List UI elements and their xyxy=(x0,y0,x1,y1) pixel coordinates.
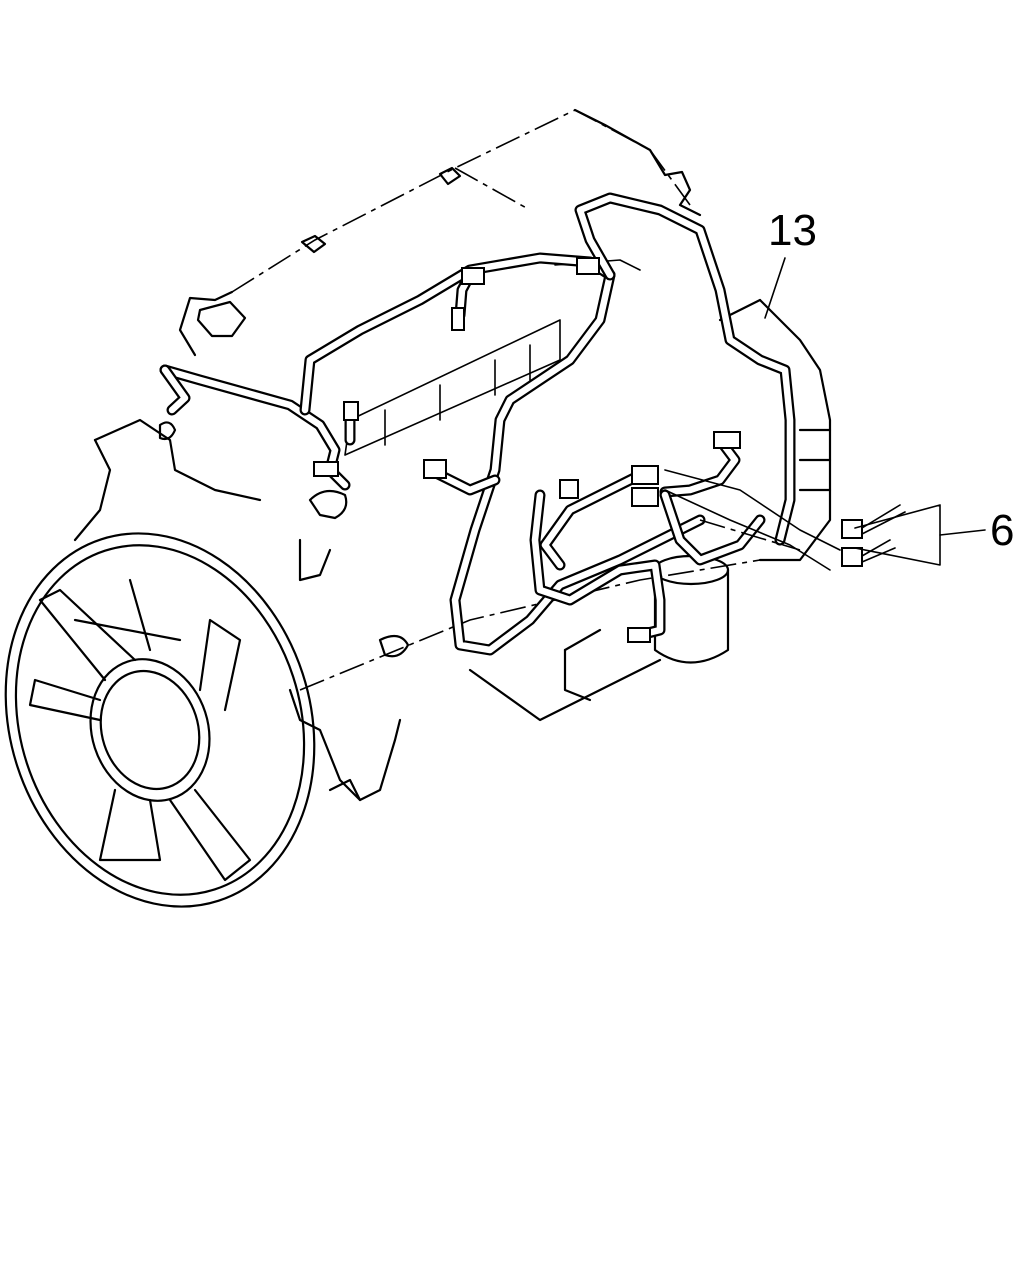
connector-cluster-2 xyxy=(631,487,659,507)
connector-mid xyxy=(423,459,447,479)
connector-top-right xyxy=(576,257,600,275)
engine-block xyxy=(73,108,832,802)
connector-front-lower xyxy=(313,461,339,477)
cooling-fan xyxy=(4,532,316,908)
connector-cluster-3 xyxy=(559,479,579,499)
connector-right-upper xyxy=(713,431,741,449)
callout-6: 6 xyxy=(854,504,1014,566)
wiring-harness xyxy=(159,192,841,656)
callout-13: 13 xyxy=(764,206,817,319)
connector-intake xyxy=(343,401,359,421)
connector-top-left xyxy=(461,267,485,285)
connector-6-upper xyxy=(841,519,863,539)
callout-13-label: 13 xyxy=(768,206,817,255)
connector-6-lower xyxy=(841,547,863,567)
connector-cluster-1 xyxy=(631,465,659,485)
connector-sensor xyxy=(451,307,465,331)
connector-filter xyxy=(627,627,651,643)
connectors xyxy=(313,257,906,643)
callout-6-label: 6 xyxy=(990,506,1014,555)
